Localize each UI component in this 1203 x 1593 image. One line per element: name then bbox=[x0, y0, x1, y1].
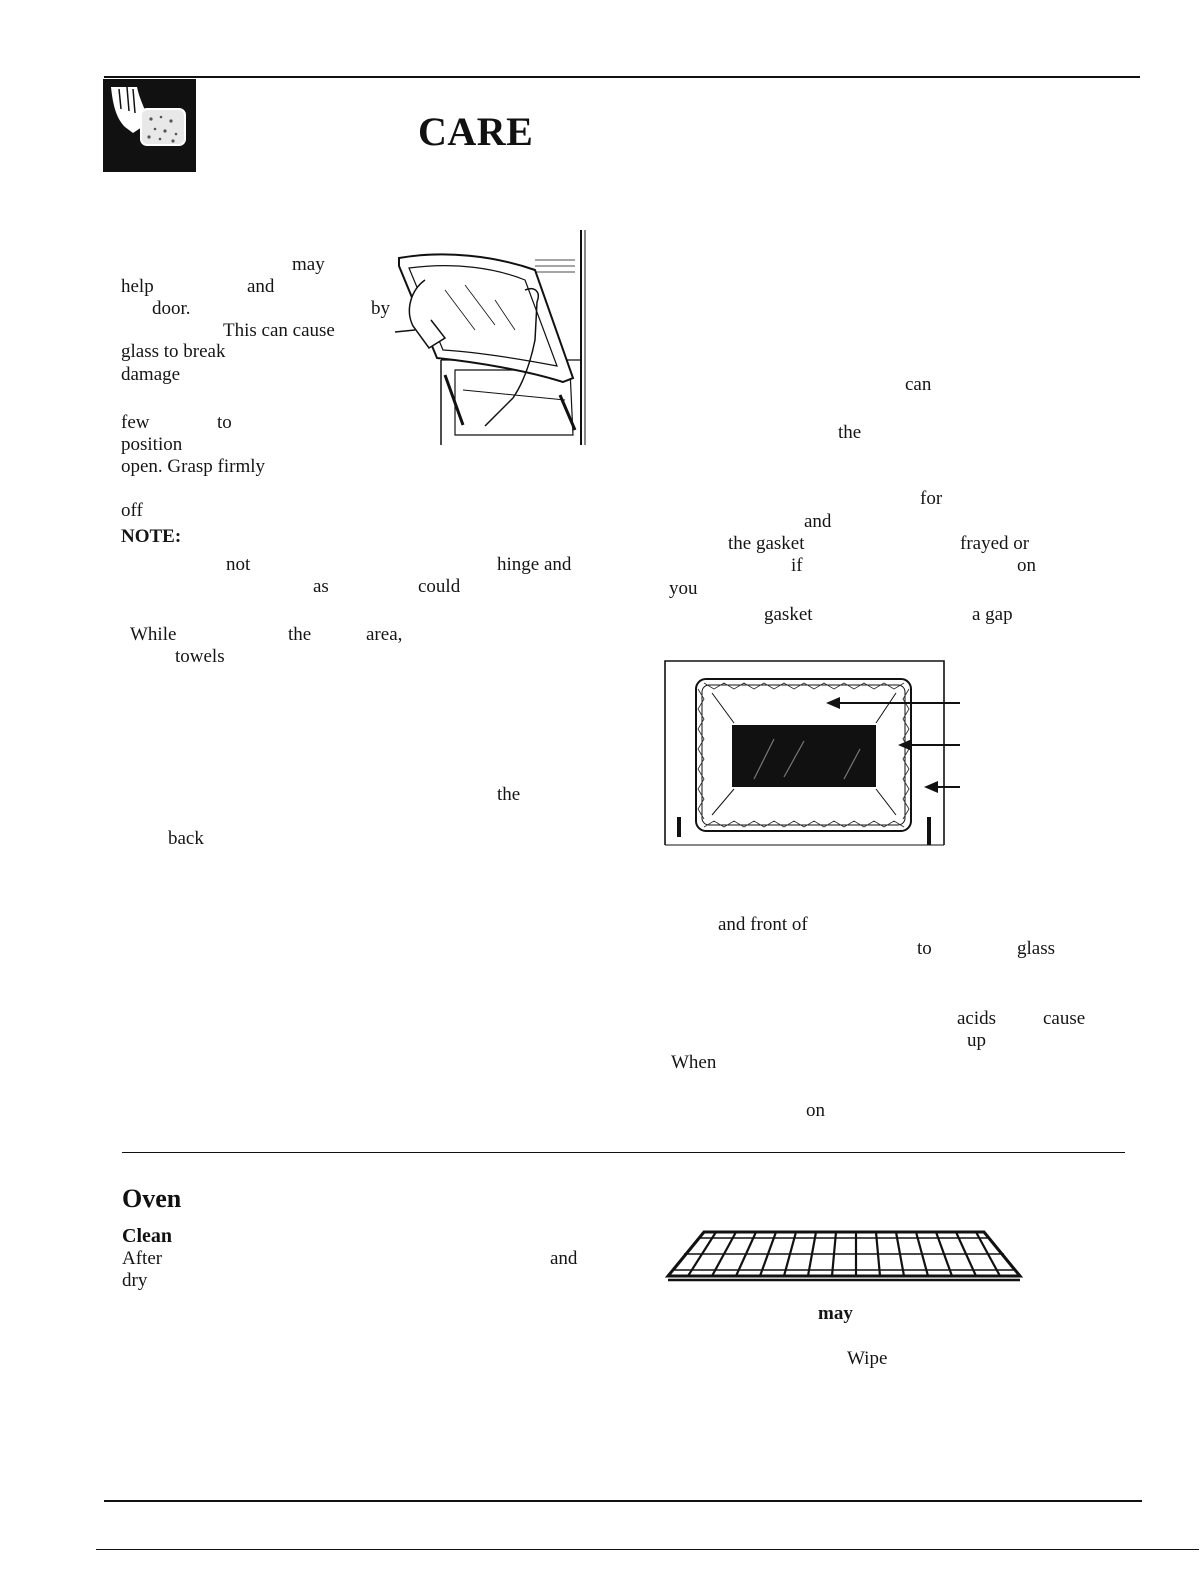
gasket-text-acids: acids bbox=[957, 1008, 997, 1029]
gasket-text-a-gap: a gap bbox=[972, 604, 1013, 625]
racks-text-may: may bbox=[818, 1303, 853, 1324]
door-text-the-2: the bbox=[497, 784, 521, 805]
page-title: CARE bbox=[418, 109, 534, 154]
gasket-text-up: up bbox=[967, 1030, 986, 1051]
gasket-text-and: and bbox=[804, 511, 832, 532]
door-text-open-grasp-firmly: open. Grasp firmly bbox=[121, 456, 266, 477]
door-text-off: off bbox=[121, 500, 143, 521]
door-text-few: few bbox=[121, 412, 150, 433]
footer-rule bbox=[104, 1500, 1142, 1502]
gasket-text-glass: glass bbox=[1017, 938, 1055, 959]
racks-text-and: and bbox=[550, 1248, 578, 1269]
racks-text-dry: dry bbox=[122, 1270, 148, 1291]
gasket-text-the: the bbox=[838, 422, 862, 443]
door-text-by: by bbox=[371, 298, 390, 319]
section-divider bbox=[122, 1152, 1125, 1153]
gasket-text-gasket: gasket bbox=[764, 604, 813, 625]
gasket-text-frayed-or: frayed or bbox=[960, 533, 1030, 554]
door-note-label: NOTE: bbox=[121, 526, 182, 547]
oven-door-gasket-diagram bbox=[664, 660, 960, 846]
gasket-text-when: When bbox=[671, 1052, 717, 1073]
door-removal-illustration bbox=[394, 230, 586, 445]
racks-text-wipe: Wipe bbox=[847, 1348, 888, 1369]
door-text-may: may bbox=[292, 254, 325, 275]
gasket-text-cause: cause bbox=[1043, 1008, 1086, 1029]
door-text-this-can-cause: This can cause bbox=[223, 320, 335, 341]
gasket-text-for: for bbox=[920, 488, 943, 509]
gasket-text-if: if bbox=[791, 555, 803, 576]
door-text-help: help bbox=[121, 276, 154, 297]
door-text-hinge-and: hinge and bbox=[497, 554, 572, 575]
door-text-while: While bbox=[130, 624, 177, 645]
racks-subheading: Clean bbox=[122, 1225, 172, 1247]
door-text-back: back bbox=[168, 828, 204, 849]
door-text-glass-to-break: glass to break bbox=[121, 341, 226, 362]
gasket-text-to: to bbox=[917, 938, 932, 959]
door-text-door: door. bbox=[152, 298, 191, 319]
header-top-rule bbox=[104, 76, 1140, 78]
racks-heading: Oven bbox=[122, 1184, 182, 1213]
gasket-text-the-gasket: the gasket bbox=[728, 533, 805, 554]
gasket-text-on: on bbox=[1017, 555, 1036, 576]
door-text-and: and bbox=[247, 276, 275, 297]
door-text-to: to bbox=[217, 412, 232, 433]
door-text-could: could bbox=[418, 576, 461, 597]
door-text-towels: towels bbox=[175, 646, 225, 667]
door-text-the: the bbox=[288, 624, 312, 645]
racks-text-after: After bbox=[122, 1248, 163, 1269]
gasket-text-and-front-of: and front of bbox=[718, 914, 808, 935]
door-text-position: position bbox=[121, 434, 183, 455]
gasket-text-can: can bbox=[905, 374, 932, 395]
door-text-area: area, bbox=[366, 624, 403, 645]
page-bottom-rule bbox=[96, 1549, 1199, 1550]
door-text-as: as bbox=[313, 576, 329, 597]
door-text-not: not bbox=[226, 554, 251, 575]
door-text-damage: damage bbox=[121, 364, 181, 385]
oven-rack-illustration bbox=[664, 1230, 1024, 1282]
header-icon-box bbox=[103, 79, 196, 172]
hand-holding-sponge-icon bbox=[111, 86, 186, 146]
gasket-text-you: you bbox=[669, 578, 698, 599]
gasket-text-on: on bbox=[806, 1100, 825, 1121]
